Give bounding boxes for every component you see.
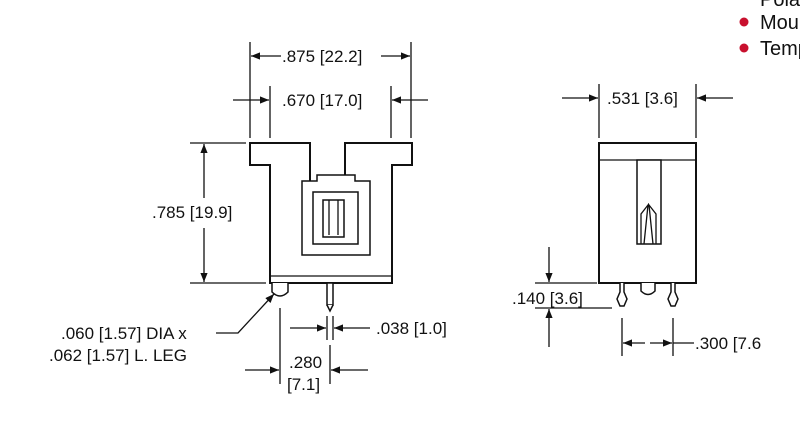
contact-slot (322, 199, 345, 238)
pin-width-label: .038 [1.0] (376, 319, 447, 338)
bullet-text: Mou (760, 12, 799, 34)
overall-width-label: .875 [22.2] (282, 47, 362, 66)
inner-width-label: .670 [17.0] (282, 91, 362, 110)
side-pin-left (616, 283, 628, 307)
bullet-dot (739, 43, 749, 53)
side-mounting-peg (640, 283, 656, 296)
pin-offset-label-line2: [7.1] (287, 375, 320, 394)
feature-bullet-list: Pola Mou Temp (739, 0, 800, 60)
side-view: .531 [3.6] .140 [3.6] .300 [7.6 (512, 84, 761, 356)
height-label: .785 [19.9] (152, 203, 232, 222)
pin-offset-label-line1: .280 (289, 353, 322, 372)
mounting-peg (271, 283, 289, 297)
bullet-dot (739, 17, 749, 27)
front-view: .875 [22.2] .670 [17.0] .785 [19.9] .060… (49, 42, 447, 394)
pin-tip (326, 304, 334, 313)
bullet-text: Pola (760, 0, 800, 11)
contact-spring (648, 202, 657, 245)
leader-line (216, 293, 275, 334)
pin-spacing-label: .300 [7.6 (695, 334, 761, 353)
contact-spring (640, 202, 649, 245)
leg-length-label: .140 [3.6] (512, 289, 583, 308)
pin-spec-label-line2: .062 [1.57] L. LEG (49, 346, 187, 365)
pin-spec-label-line1: .060 [1.57] DIA x (61, 324, 187, 343)
side-width-label: .531 [3.6] (607, 89, 678, 108)
side-pin-right (667, 283, 679, 307)
terminal-pin (326, 282, 334, 306)
bullet-text: Temp (760, 38, 800, 60)
